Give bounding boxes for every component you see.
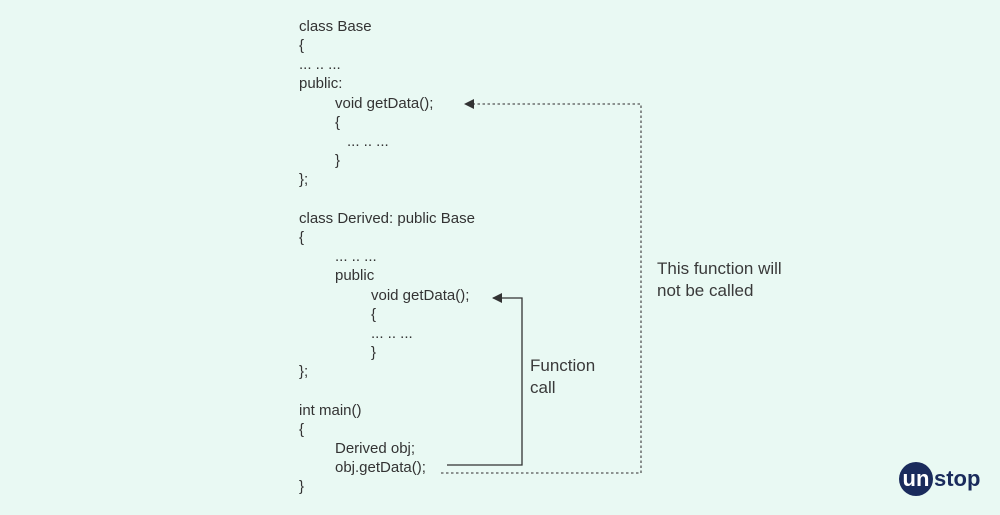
base-ellipsis: ... .. ... (299, 56, 341, 73)
function-call-label-line2: call (530, 378, 556, 397)
base-open-brace: { (299, 37, 305, 54)
derived-open-brace: { (299, 229, 305, 246)
base-method-body: ... .. ... (347, 133, 389, 150)
main-close-brace: } (299, 478, 305, 495)
not-called-label: This function will not be called (657, 258, 782, 302)
unstop-logo: un stop (899, 462, 980, 496)
main-getdata-call: obj.getData(); (335, 459, 426, 476)
logo-text: stop (934, 466, 981, 491)
not-called-label-line2: not be called (657, 281, 754, 300)
function-call-label: Function call (530, 355, 595, 399)
derived-getdata-method: void getData(); (371, 287, 470, 304)
base-method-open-brace: { (335, 114, 341, 131)
derived-close-brace: }; (299, 363, 309, 380)
base-method-close-brace: } (335, 152, 341, 169)
derived-public-label: public (335, 267, 375, 284)
derived-method-open-brace: { (371, 306, 377, 323)
base-close-brace: }; (299, 171, 309, 188)
base-public-label: public: (299, 75, 343, 92)
main-derived-obj: Derived obj; (335, 440, 416, 457)
derived-class-declaration: class Derived: public Base (299, 210, 475, 227)
not-called-dotted-arrow (441, 99, 642, 474)
function-call-label-line1: Function (530, 356, 596, 375)
main-declaration: int main() (299, 402, 362, 419)
logo-circle: un (899, 462, 933, 496)
main-open-brace: { (299, 421, 305, 438)
not-called-label-line1: This function will (657, 259, 782, 278)
base-class-declaration: class Base (299, 18, 372, 35)
derived-method-close-brace: } (371, 344, 377, 361)
derived-method-body: ... .. ... (371, 325, 413, 342)
derived-ellipsis: ... .. ... (335, 248, 377, 265)
base-getdata-method: void getData(); (335, 95, 434, 112)
function-call-arrow (447, 293, 523, 466)
